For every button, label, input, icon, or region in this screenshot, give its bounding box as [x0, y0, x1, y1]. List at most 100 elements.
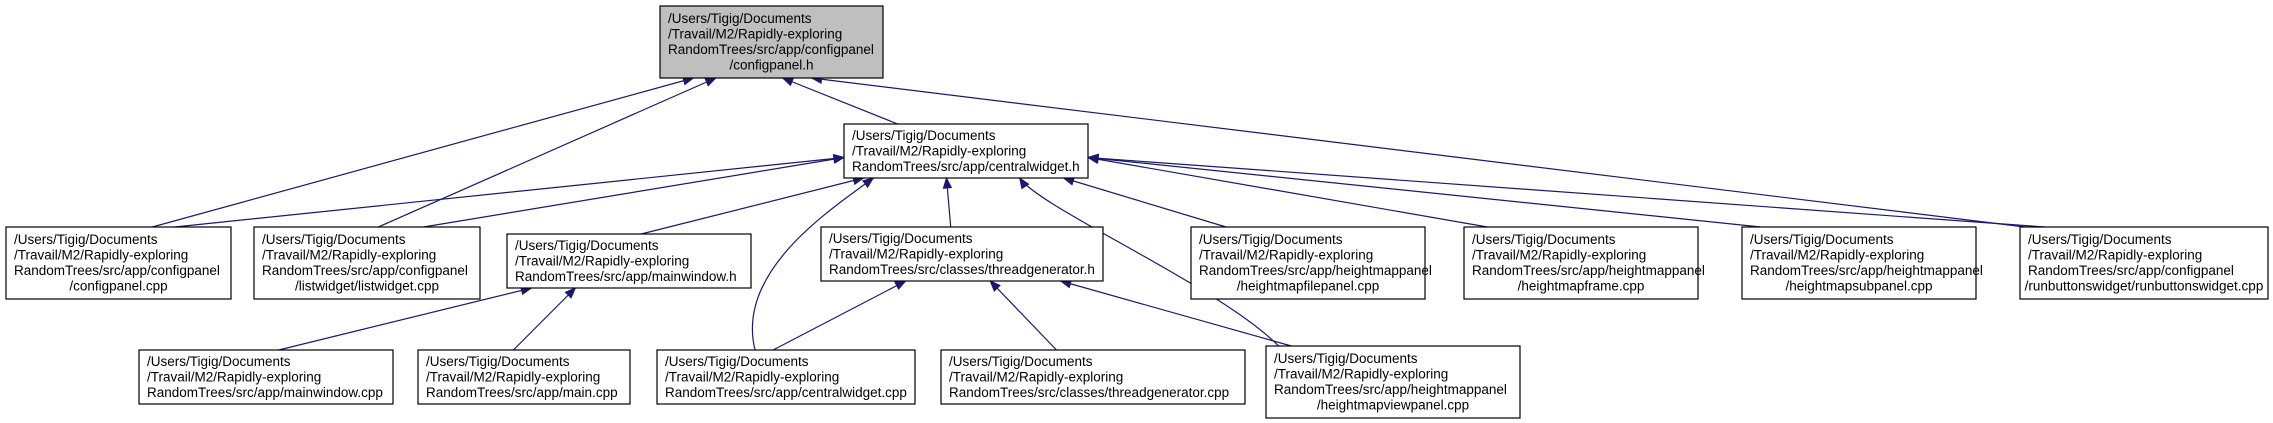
node-box	[820, 226, 1104, 282]
node-label-line: RandomTrees/src/app/heightmappanel	[1199, 263, 1432, 278]
edge-configpanel_cpp-to-centralwidget_h	[174, 156, 845, 228]
node-label-line: /Travail/M2/Rapidly-exploring	[515, 253, 689, 268]
edge-centralwidget_h-to-configpanel_h	[782, 77, 898, 125]
node-label-line: RandomTrees/src/app/heightmappanel	[1750, 263, 1983, 278]
node-box	[5, 226, 232, 300]
node-label-line: /Users/Tigig/Documents	[665, 354, 809, 369]
edge-heightmapframe_cpp-to-centralwidget_h	[1087, 156, 1488, 228]
node-label-line: /Users/Tigig/Documents	[668, 11, 812, 26]
edge-listwidget_cpp-to-centralwidget_h	[423, 156, 845, 228]
node-label-line: /Travail/M2/Rapidly-exploring	[147, 369, 321, 384]
edges-layer	[152, 74, 2045, 351]
node-centralwidget_h[interactable]: /Users/Tigig/Documents/Travail/M2/Rapidl…	[843, 123, 1089, 179]
node-label-line: /Users/Tigig/Documents	[1199, 232, 1343, 247]
node-label-line: /Users/Tigig/Documents	[147, 354, 291, 369]
node-label-line: RandomTrees/src/app/heightmappanel	[1472, 263, 1705, 278]
node-label-line: /Users/Tigig/Documents	[949, 354, 1093, 369]
nodes-layer: /Users/Tigig/Documents/Travail/M2/Rapidl…	[5, 5, 2269, 419]
node-main_cpp[interactable]: /Users/Tigig/Documents/Travail/M2/Rapidl…	[417, 349, 631, 405]
edge-centralwidget_cpp-to-centralwidget_h	[752, 177, 874, 351]
node-runbuttonswidget_cpp[interactable]: /Users/Tigig/Documents/Travail/M2/Rapidl…	[2019, 226, 2269, 300]
node-mainwindow_h[interactable]: /Users/Tigig/Documents/Travail/M2/Rapidl…	[506, 233, 752, 289]
node-heightmapframe_cpp[interactable]: /Users/Tigig/Documents/Travail/M2/Rapidl…	[1463, 226, 1705, 300]
edge-mainwindow_cpp-to-mainwindow_h	[278, 287, 532, 351]
node-box	[1463, 226, 1699, 300]
edge-mainwindow_h-to-centralwidget_h	[641, 177, 864, 235]
node-box	[843, 123, 1089, 179]
arrowhead-runbuttonswidget_cpp-to-centralwidget_h	[1086, 153, 1099, 163]
node-box	[656, 349, 916, 405]
node-threadgenerator_h[interactable]: /Users/Tigig/Documents/Travail/M2/Rapidl…	[820, 226, 1104, 282]
node-label-line: /Travail/M2/Rapidly-exploring	[1199, 248, 1373, 263]
node-box	[940, 349, 1246, 405]
edge-centralwidget_cpp-to-threadgenerator_h	[772, 280, 906, 351]
node-label-line: /Users/Tigig/Documents	[515, 238, 659, 253]
edge-heightmapviewpanel_cpp-to-threadgenerator_h	[1060, 280, 1292, 347]
edge-heightmapviewpanel_cpp-to-centralwidget_h	[1019, 177, 1280, 347]
node-box	[1190, 226, 1426, 300]
node-label-line: /Travail/M2/Rapidly-exploring	[829, 246, 1003, 261]
node-label-line: RandomTrees/src/app/main.cpp	[426, 385, 618, 400]
node-label-line: RandomTrees/src/app/configpanel	[668, 42, 874, 57]
edge-threadgenerator_cpp-to-threadgenerator_h	[989, 280, 1057, 351]
node-label-line: /Users/Tigig/Documents	[1274, 351, 1418, 366]
node-label-line: /listwidget/listwidget.cpp	[295, 279, 439, 294]
node-label-line: /Travail/M2/Rapidly-exploring	[426, 369, 600, 384]
arrowhead-heightmapviewpanel_cpp-to-centralwidget_h	[1018, 176, 1030, 190]
arrowhead-centralwidget_cpp-to-threadgenerator_h	[894, 280, 907, 291]
node-label-line: /heightmapframe.cpp	[1518, 279, 1645, 294]
node-label-line: RandomTrees/src/app/mainwindow.h	[515, 269, 737, 284]
arrowhead-threadgenerator_h-to-centralwidget_h	[942, 176, 953, 189]
node-box	[417, 349, 631, 405]
node-label-line: /Travail/M2/Rapidly-exploring	[852, 143, 1026, 158]
node-box	[506, 233, 752, 289]
node-heightmapviewpanel_cpp[interactable]: /Users/Tigig/Documents/Travail/M2/Rapidl…	[1265, 345, 1521, 419]
arrowhead-threadgenerator_cpp-to-threadgenerator_h	[989, 280, 1001, 292]
node-label-line: /Users/Tigig/Documents	[1750, 232, 1894, 247]
node-label-line: RandomTrees/src/app/centralwidget.h	[852, 159, 1080, 174]
node-box	[659, 5, 884, 79]
node-label-line: /heightmapsubpanel.cpp	[1785, 279, 1932, 294]
arrowhead-listwidget_cpp-to-centralwidget_h	[832, 154, 846, 164]
node-configpanel_h: /Users/Tigig/Documents/Travail/M2/Rapidl…	[659, 5, 884, 79]
node-label-line: /runbuttonswidget/runbuttonswidget.cpp	[2025, 279, 2264, 294]
node-label-line: /Users/Tigig/Documents	[1472, 232, 1616, 247]
node-label-line: /Users/Tigig/Documents	[262, 232, 406, 247]
node-label-line: /Travail/M2/Rapidly-exploring	[1274, 367, 1448, 382]
node-label-line: /Travail/M2/Rapidly-exploring	[1472, 248, 1646, 263]
node-label-line: /Users/Tigig/Documents	[426, 354, 570, 369]
node-heightmapfilepanel_cpp[interactable]: /Users/Tigig/Documents/Travail/M2/Rapidl…	[1190, 226, 1432, 300]
node-label-line: /heightmapfilepanel.cpp	[1237, 279, 1380, 294]
node-configpanel_cpp[interactable]: /Users/Tigig/Documents/Travail/M2/Rapidl…	[5, 226, 232, 300]
node-threadgenerator_cpp[interactable]: /Users/Tigig/Documents/Travail/M2/Rapidl…	[940, 349, 1246, 405]
node-label-line: /Users/Tigig/Documents	[829, 231, 973, 246]
node-label-line: RandomTrees/src/classes/threadgenerator.…	[829, 262, 1095, 277]
node-label-line: /Travail/M2/Rapidly-exploring	[262, 248, 436, 263]
node-centralwidget_cpp[interactable]: /Users/Tigig/Documents/Travail/M2/Rapidl…	[656, 349, 916, 405]
edge-heightmapfilepanel_cpp-to-centralwidget_h	[1063, 177, 1227, 228]
node-box	[2019, 226, 2269, 300]
node-box	[253, 226, 481, 300]
node-heightmapsubpanel_cpp[interactable]: /Users/Tigig/Documents/Travail/M2/Rapidl…	[1741, 226, 1983, 300]
node-label-line: RandomTrees/src/app/centralwidget.cpp	[665, 385, 907, 400]
node-label-line: /Travail/M2/Rapidly-exploring	[1750, 248, 1924, 263]
node-mainwindow_cpp[interactable]: /Users/Tigig/Documents/Travail/M2/Rapidl…	[138, 349, 394, 405]
node-box	[138, 349, 394, 405]
node-label-line: RandomTrees/src/app/configpanel	[2028, 263, 2234, 278]
node-label-line: /heightmapviewpanel.cpp	[1317, 398, 1469, 413]
node-label-line: /Users/Tigig/Documents	[852, 128, 996, 143]
edge-runbuttonswidget_cpp-to-configpanel_h	[811, 77, 2026, 228]
node-label-line: /Users/Tigig/Documents	[14, 232, 158, 247]
arrowhead-centralwidget_cpp-to-centralwidget_h	[862, 177, 875, 189]
node-label-line: /Users/Tigig/Documents	[2028, 232, 2172, 247]
node-label-line: /Travail/M2/Rapidly-exploring	[2028, 248, 2202, 263]
node-label-line: /configpanel.h	[729, 58, 813, 73]
node-label-line: /Travail/M2/Rapidly-exploring	[668, 27, 842, 42]
node-listwidget_cpp[interactable]: /Users/Tigig/Documents/Travail/M2/Rapidl…	[253, 226, 481, 300]
node-label-line: RandomTrees/src/app/heightmappanel	[1274, 382, 1507, 397]
arrowhead-listwidget_cpp-to-configpanel_h	[704, 77, 717, 87]
node-box	[1741, 226, 1977, 300]
node-label-line: RandomTrees/src/app/configpanel	[14, 263, 220, 278]
arrowhead-main_cpp-to-mainwindow_h	[564, 287, 577, 299]
